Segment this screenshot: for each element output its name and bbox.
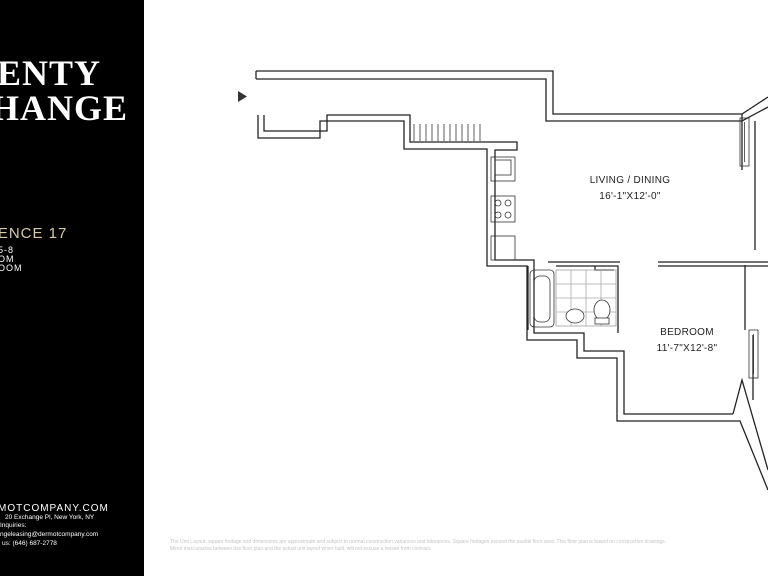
contact-address: 20 Exchange Pl, New York, NY [5,514,95,521]
room-dimensions-living: 16'-1"X12'-0" [599,191,661,202]
floor-plan: LIVING / DINING 16'-1"X12'-0" BEDROOM 11… [238,70,768,491]
room-dimensions-bedroom: 11'-7"X12'-8" [657,343,718,354]
brand-title-line2: HANGE [0,88,129,128]
residence-title: DENCE 17 [0,225,68,242]
unit-detail-line: OM [0,254,15,264]
bathroom-fixtures [529,269,617,328]
triangle-arrow-icon [238,91,247,102]
website-link[interactable]: MOTCOMPANY.COM [0,503,109,514]
contact-phone: us: (646) 687-2778 [2,540,57,547]
plan-walls [255,70,768,491]
brand-title-line1: ENTY [0,53,102,93]
room-name-bedroom: BEDROOM [660,327,714,338]
room-name-living: LIVING / DINING [590,175,671,186]
disclaimer-text: The Unit Layout, square footage and dime… [170,539,760,553]
sidebar-panel: ENTY HANGE DENCE 17 5-8 OM OOM MOTCOMPAN… [0,0,144,576]
window-units [739,117,759,379]
disclaimer-line: The Unit Layout, square footage and dime… [170,539,667,545]
contact-inquiries-label: Inquiries: [0,522,27,529]
kitchen-fixtures [490,156,516,261]
window-hatch [413,124,481,141]
disclaimer-line: Minor inaccuracies between this floor pl… [170,546,432,552]
contact-email-link[interactable]: ngeleasing@dermotcompany.com [0,531,99,538]
unit-detail-line: OOM [0,263,23,273]
unit-detail-line: 5-8 [0,245,15,255]
